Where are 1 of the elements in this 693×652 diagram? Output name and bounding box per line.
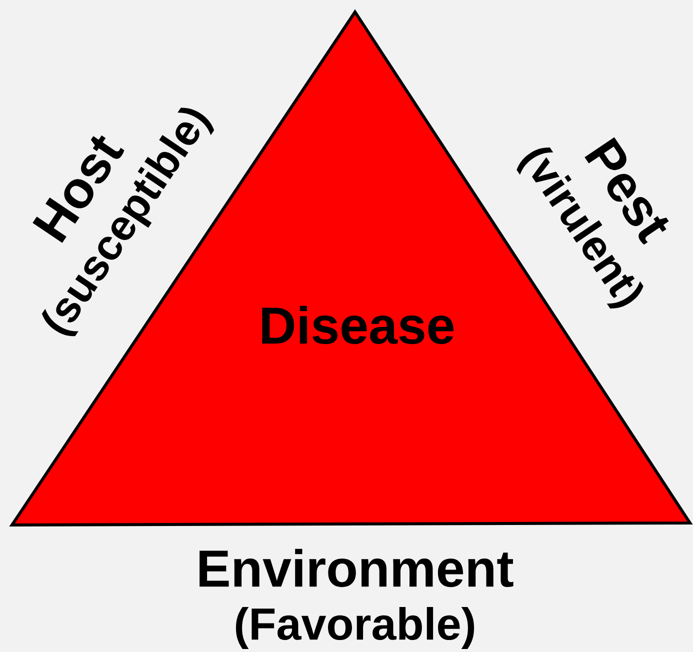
base-label: (Favorable) bbox=[236, 607, 474, 649]
